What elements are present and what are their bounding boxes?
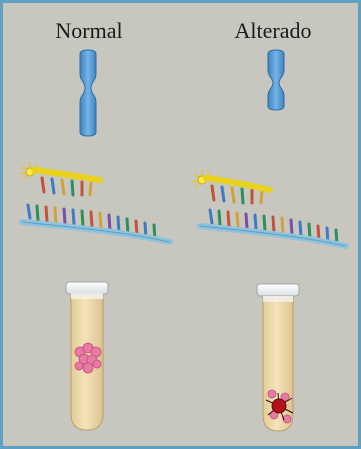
probe-dna-normal xyxy=(20,162,170,242)
chromosome-normal xyxy=(80,50,96,136)
test-tube-normal xyxy=(66,282,108,430)
probe-dna-altered xyxy=(192,170,346,246)
test-tube-altered xyxy=(257,284,299,431)
chromosome-altered xyxy=(268,50,284,110)
